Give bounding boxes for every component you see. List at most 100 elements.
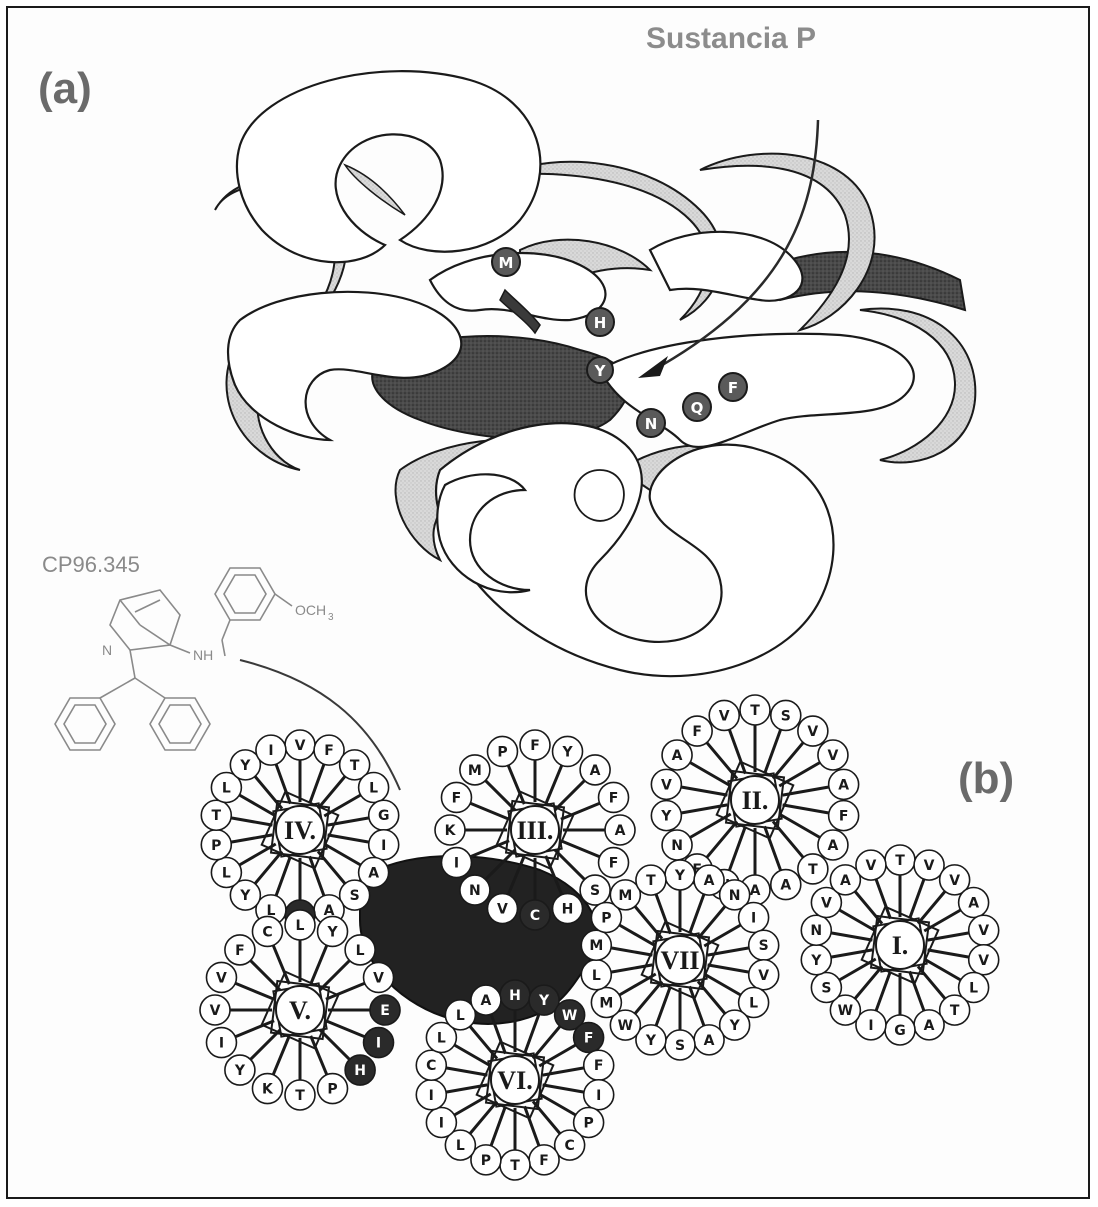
helix-spoke (561, 841, 600, 857)
residue-letter: S (821, 981, 831, 997)
residue-letter: T (510, 1158, 520, 1174)
svg-text:M: M (499, 254, 514, 272)
helix-spoke (924, 910, 960, 931)
pocket-residue-Q: Q (683, 393, 711, 421)
residue-circle: S (665, 1030, 695, 1060)
helix-wheel-7: VIIYANISVLYASYWMLMPMT (581, 860, 778, 1060)
residue-circle: A (662, 740, 692, 770)
residue-circle: N (662, 830, 692, 860)
helix-spoke (555, 850, 585, 880)
residue-letter: H (562, 902, 574, 918)
residue-circle: L (359, 773, 389, 803)
residue-letter: S (781, 708, 791, 724)
residue-circle: I (206, 1028, 236, 1058)
pocket-residue-N: N (637, 409, 665, 437)
residue-letter: F (539, 1153, 549, 1169)
residue-circle: I (416, 1080, 446, 1110)
helix-spoke (470, 841, 509, 857)
residue-letter: A (840, 873, 851, 889)
helix-spoke (454, 1094, 490, 1115)
residue-circle: T (500, 1150, 530, 1180)
helix-spoke (235, 983, 274, 999)
residue-letter: V (216, 970, 227, 986)
residue-circle: T (798, 854, 828, 884)
residue-circle: N (801, 915, 831, 945)
ribbon-inner-slit (345, 165, 405, 215)
helix-numeral: III. (517, 816, 554, 845)
residue-letter: F (235, 943, 245, 959)
residue-circle: F (829, 801, 859, 831)
helix-spoke (704, 925, 740, 946)
residue-letter: Y (729, 1018, 741, 1034)
residue-circle: S (749, 930, 779, 960)
residue-circle: V (200, 995, 230, 1025)
residue-letter: G (894, 1023, 906, 1039)
residue-letter: L (296, 918, 305, 934)
residue-letter: A (672, 748, 683, 764)
residue-letter: V (978, 953, 989, 969)
residue-circle: V (969, 915, 999, 945)
residue-circle: C (416, 1050, 446, 1080)
residue-circle: Y (801, 945, 831, 975)
residue-circle: K (435, 815, 465, 845)
helix-spoke (324, 844, 360, 865)
residue-letter: V (949, 873, 960, 889)
residue-letter: L (222, 866, 231, 882)
residue-circle: G (369, 800, 399, 830)
helix-spoke (318, 776, 345, 808)
residue-circle: I (256, 735, 286, 765)
residue-circle: V (749, 960, 779, 990)
helix-spoke (328, 835, 369, 842)
helix-spoke (698, 906, 725, 938)
residue-letter: Y (561, 744, 573, 760)
residue-letter: C (426, 1058, 436, 1074)
helix-spoke (855, 966, 882, 998)
residue-letter: Y (810, 953, 822, 969)
helix-wheel-5: V.LYLVEIHPTKYIVVFC (200, 910, 400, 1110)
residue-letter: M (589, 938, 603, 954)
residue-letter: F (609, 790, 619, 806)
residue-circle: T (885, 845, 915, 875)
residue-letter: T (950, 1003, 960, 1019)
helix-numeral: VII (660, 946, 699, 975)
residue-circle: V (487, 894, 517, 924)
helix-spoke (320, 961, 350, 991)
residue-letter: V (210, 1003, 221, 1019)
residue-letter: N (810, 923, 822, 939)
residue-letter: F (692, 724, 702, 740)
residue-circle: G (885, 1015, 915, 1045)
residue-letter: V (719, 708, 730, 724)
ribbon-loop-bottom (436, 423, 834, 676)
helix-spoke (273, 1036, 289, 1075)
residue-letter: G (378, 808, 390, 824)
helix-wheel-4: IV.VFTLGIASAQLYLPTLYI (201, 730, 398, 930)
helix-spoke (454, 1045, 490, 1066)
helix-spoke (681, 787, 727, 795)
helix-spoke (928, 950, 969, 957)
residue-letter: K (445, 823, 457, 839)
residue-letter: Y (326, 924, 338, 940)
helix-spoke (561, 803, 600, 819)
svg-text:Y: Y (594, 362, 607, 380)
residue-circle: V (364, 962, 394, 992)
residue-letter: S (759, 938, 769, 954)
panel-a-label: (a) (38, 64, 92, 113)
svg-text:F: F (728, 379, 738, 397)
residue-letter: A (838, 777, 849, 793)
residue-letter: F (584, 1031, 594, 1047)
residue-circle: S (811, 973, 841, 1003)
residue-letter: A (368, 866, 379, 882)
residue-letter: A (924, 1018, 935, 1034)
antagonist-pointer-line (240, 660, 400, 790)
helix-spoke (546, 765, 562, 804)
residue-circle: P (318, 1074, 348, 1104)
residue-letter: T (350, 758, 360, 774)
residue-circle: K (252, 1074, 282, 1104)
residue-circle: H (553, 894, 583, 924)
residue-letter: A (615, 823, 626, 839)
residue-circle: L (211, 858, 241, 888)
residue-letter: L (437, 1031, 446, 1047)
residue-circle: C (520, 900, 550, 930)
residue-circle: F (574, 1023, 604, 1053)
residue-letter: M (599, 996, 613, 1012)
